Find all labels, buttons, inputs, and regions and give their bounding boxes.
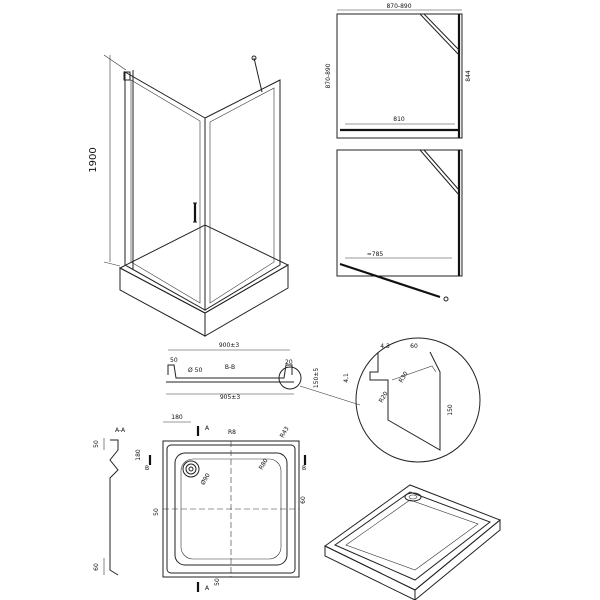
tray-drain-inner bbox=[185, 463, 197, 475]
tray3d-front-face bbox=[324, 545, 416, 600]
bb-detail-marker bbox=[278, 366, 302, 390]
bb-right-dim: 20 bbox=[285, 359, 293, 366]
detail-dim-60: 60 bbox=[410, 343, 418, 350]
tray-3d-view bbox=[324, 484, 501, 600]
section-label-a-top: A bbox=[205, 425, 210, 432]
bracket-line-2 bbox=[423, 13, 460, 51]
height-dim-label: 1900 bbox=[88, 147, 99, 172]
aa-profile bbox=[109, 439, 119, 576]
wall-bracket-bar bbox=[253, 57, 263, 93]
aa-top-dim: 50 bbox=[93, 440, 100, 448]
bb-profile-top bbox=[167, 364, 293, 379]
bracket-line-open bbox=[419, 149, 460, 196]
tray-drain-center bbox=[188, 466, 194, 472]
bracket-line bbox=[419, 13, 460, 56]
tray3d-drain-inner bbox=[408, 494, 418, 500]
tray3d-lip bbox=[333, 491, 492, 581]
height-dim-ext-top bbox=[103, 54, 127, 71]
tray-front-face bbox=[119, 267, 206, 337]
opening-dim-label: 810 bbox=[393, 116, 405, 123]
tray-side-face bbox=[204, 264, 289, 337]
detail-leader bbox=[299, 385, 361, 406]
tray-dim-180-left: 180 bbox=[135, 449, 142, 461]
detail-dim-4-3: 4,3 bbox=[380, 343, 390, 350]
top-plan-closed: 870-890 870-890 844 810 bbox=[325, 3, 472, 139]
section-a-a: A-A 50 60 bbox=[93, 427, 126, 576]
bb-drain-dim: Ø 50 bbox=[188, 367, 202, 374]
side-glass-panel bbox=[204, 79, 281, 311]
detail-inner-curve bbox=[391, 365, 437, 381]
bracket-line-open-2 bbox=[423, 149, 460, 191]
tray-dim-r8: R8 bbox=[228, 429, 236, 436]
aa-bottom-dim: 60 bbox=[93, 563, 100, 571]
bb-left-dim: 50 bbox=[170, 357, 178, 364]
section-b-b: 900±3 B-B 50 20 Ø 50 905±3 150±5 bbox=[166, 342, 320, 401]
front-glass-panel bbox=[124, 71, 206, 311]
tray-dim-180-top: 180 bbox=[171, 414, 183, 421]
plan-outline bbox=[336, 13, 463, 139]
open-dim-label: ≈785 bbox=[367, 251, 384, 258]
detail-circle bbox=[355, 337, 481, 463]
tray-plan-view: A A B B 180 180 R8 R43 R80 Ø90 50 60 50 bbox=[135, 414, 307, 592]
bb-height-dim-label: 150±5 bbox=[313, 368, 320, 388]
section-label-a-bottom: A bbox=[205, 585, 210, 592]
side-glass-inner bbox=[209, 87, 275, 304]
side-dim-label: 844 bbox=[465, 70, 472, 82]
detail-profile bbox=[369, 351, 441, 451]
tray-drain-outer bbox=[182, 460, 200, 478]
tray3d-side-face bbox=[414, 518, 501, 600]
tray3d-drain bbox=[404, 492, 422, 502]
door-pivot bbox=[443, 296, 449, 302]
detail-dim-4-1: 4,1 bbox=[343, 373, 350, 383]
aa-label: A-A bbox=[115, 427, 126, 434]
section-label-b-right: B bbox=[302, 465, 306, 472]
plan-open-outline bbox=[336, 149, 463, 277]
depth-dim-label: 870-890 bbox=[325, 63, 332, 88]
top-hinge bbox=[123, 71, 131, 81]
bb-label: B-B bbox=[225, 364, 235, 371]
door-panel-opened bbox=[339, 262, 441, 299]
height-dim-ext-bottom bbox=[103, 261, 121, 267]
detail-dim-r30: R30 bbox=[398, 370, 410, 384]
top-plan-open: ≈785 bbox=[336, 149, 463, 302]
detail-dim-150: 150 bbox=[447, 404, 454, 416]
tray-dim-r43: R43 bbox=[279, 425, 291, 439]
tray-dim-60-right: 60 bbox=[300, 496, 307, 504]
section-label-b-left: B bbox=[145, 465, 149, 472]
tray-dim-r80: R80 bbox=[258, 457, 270, 471]
enclosure-3d-view: 1900 bbox=[88, 54, 290, 337]
tray-dim-d90: Ø90 bbox=[200, 472, 212, 486]
tray3d-inner bbox=[345, 499, 479, 571]
tray-dim-50-left: 50 bbox=[153, 508, 160, 516]
wall-bracket-fixing bbox=[251, 55, 257, 61]
width-dim-label: 870-890 bbox=[386, 3, 411, 10]
tray-dim-50-bottom: 50 bbox=[214, 578, 221, 586]
bb-bottom-dim-label: 905±3 bbox=[220, 394, 240, 401]
front-glass-inner bbox=[130, 79, 201, 304]
bb-top-dim-label: 900±3 bbox=[219, 342, 239, 349]
detail-view: 4,3 60 4,1 R30 R20 150 bbox=[299, 337, 481, 463]
